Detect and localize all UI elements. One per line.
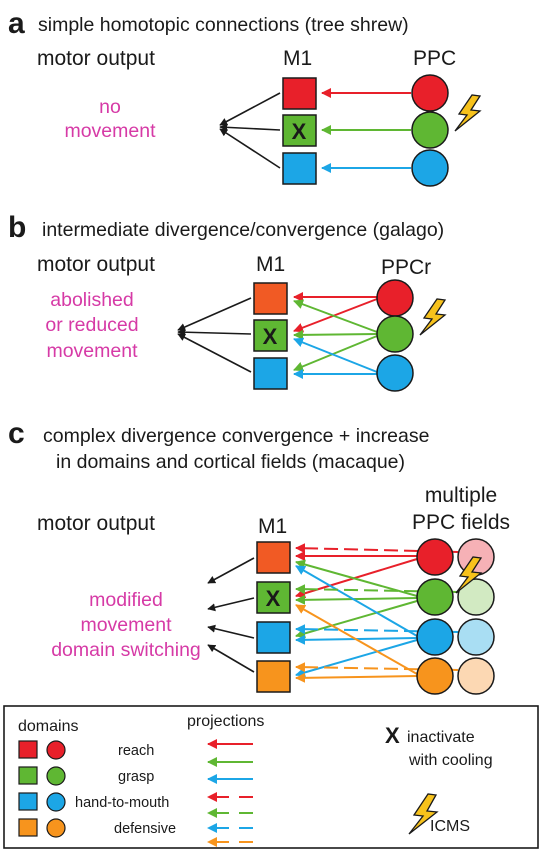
panel-a-motor-output-label: motor output bbox=[37, 47, 155, 70]
panel-a-m1-label: M1 bbox=[283, 47, 312, 70]
panel-c-near-ppc-defensive-circle bbox=[416, 657, 454, 695]
panel-c-motor-output-label: motor output bbox=[37, 512, 155, 535]
panel-a-ppc-label: PPC bbox=[413, 47, 456, 70]
panel-c-output-arrow-grasp bbox=[207, 597, 255, 612]
panel-a-letter: a bbox=[8, 7, 25, 40]
panel-b-ppc-hand-to-mouth-circle bbox=[376, 354, 414, 392]
legend: domains projections reach grasp hand-to-… bbox=[3, 705, 539, 849]
panel-a-m1-grasp-square bbox=[282, 114, 317, 147]
panel-c-projection-defensive-1 bbox=[295, 604, 418, 675]
panel-c-ppc-label-line2: PPC fields bbox=[412, 511, 510, 534]
panel-c-output-arrow-defensive bbox=[207, 644, 255, 673]
legend-box bbox=[3, 705, 539, 849]
panel-b-effect-line3: movement bbox=[46, 340, 138, 362]
panel-b-output-arrow-hand-to-mouth bbox=[177, 333, 252, 373]
panel-c-ppc-label-line1: multiple bbox=[425, 484, 497, 507]
panel-b-effect-line1: abolished bbox=[50, 289, 133, 311]
panel-a-ppc-reach-circle bbox=[411, 74, 449, 112]
panel-a-ppc-hand-to-mouth-circle bbox=[411, 149, 449, 187]
legend-grasp-square bbox=[18, 766, 38, 785]
panel-a-output-arrow-grasp bbox=[219, 123, 281, 132]
panel-b-effect-line2: or reduced bbox=[45, 314, 138, 336]
panel-a-title: simple homotopic connections (tree shrew… bbox=[38, 14, 409, 36]
panel-a-icms-bolt-icon bbox=[454, 94, 482, 132]
panel-a-effect-line1: no bbox=[99, 96, 121, 118]
panel-a-x-mark: X bbox=[292, 119, 307, 144]
panel-b-motor-output-label: motor output bbox=[37, 253, 155, 276]
panel-b-m1-grasp-square bbox=[253, 319, 288, 352]
panel-b-projection-grasp-3 bbox=[293, 335, 378, 372]
panel-b-ppc-grasp-circle bbox=[376, 315, 414, 353]
legend-icms-label: ICMS bbox=[430, 818, 470, 835]
panel-c-icms-bolt-icon bbox=[455, 556, 483, 594]
panel-b-letter: b bbox=[8, 211, 26, 244]
legend-hand-to-mouth-square bbox=[18, 792, 38, 811]
panel-c: c complex divergence convergence + incre… bbox=[8, 417, 510, 695]
panel-c-output-arrow-reach bbox=[207, 557, 255, 584]
legend-reach-circle bbox=[46, 740, 66, 760]
panel-c-far-ppc-grasp-circle bbox=[457, 578, 495, 616]
panel-c-effect-line3: domain switching bbox=[51, 639, 201, 661]
legend-reach-square bbox=[18, 740, 38, 759]
panel-c-projection-hand-to-mouth-1 bbox=[295, 565, 418, 637]
legend-reach-label: reach bbox=[118, 743, 154, 759]
panel-c-m1-reach-square bbox=[256, 541, 291, 574]
panel-c-m1-hand-to-mouth-square bbox=[256, 621, 291, 654]
panel-c-far-ppc-hand-to-mouth-circle bbox=[457, 618, 495, 656]
panel-b-projection-reach-2 bbox=[293, 298, 378, 333]
legend-defensive-square bbox=[18, 818, 38, 837]
panel-c-near-ppc-reach-circle bbox=[416, 538, 454, 576]
panel-b-m1-label: M1 bbox=[256, 253, 285, 276]
panel-c-projection-hand-to-mouth-3 bbox=[295, 639, 418, 678]
panel-c-effect-line2: movement bbox=[80, 614, 172, 636]
panel-a-output-arrow-reach bbox=[219, 92, 281, 126]
panel-c-title-line2: in domains and cortical fields (macaque) bbox=[56, 451, 405, 473]
panel-b-ppc-reach-circle bbox=[376, 279, 414, 317]
legend-grasp-label: grasp bbox=[118, 769, 154, 785]
panel-a-ppc-grasp-circle bbox=[411, 111, 449, 149]
panel-c-near-ppc-hand-to-mouth-circle bbox=[416, 618, 454, 656]
panel-a: a simple homotopic connections (tree shr… bbox=[8, 7, 482, 187]
legend-x-mark: X bbox=[385, 723, 400, 748]
panel-b-projection-grasp-1 bbox=[293, 299, 378, 333]
panel-c-title-line1: complex divergence convergence + increas… bbox=[43, 425, 429, 447]
panel-b: b intermediate divergence/convergence (g… bbox=[8, 211, 447, 392]
panel-a-effect-line2: movement bbox=[64, 120, 156, 142]
panel-c-near-ppc-grasp-circle bbox=[416, 578, 454, 616]
panel-b-ppc-label: PPCr bbox=[381, 256, 431, 279]
panel-c-projection-defensive-2 bbox=[295, 672, 418, 683]
legend-domains-title: domains bbox=[18, 718, 78, 735]
panel-b-x-mark: X bbox=[263, 324, 278, 349]
legend-icms-bolt-icon bbox=[408, 793, 439, 835]
panel-c-output-arrow-hand-to-mouth bbox=[207, 624, 255, 639]
legend-hand-to-mouth-circle bbox=[46, 792, 66, 812]
legend-inactivate-line2: with cooling bbox=[408, 752, 493, 769]
panel-b-output-arrow-reach bbox=[177, 297, 252, 331]
panel-b-m1-reach-square bbox=[253, 282, 288, 315]
panel-b-projection-hand-to-mouth-1 bbox=[293, 337, 378, 373]
panel-b-title: intermediate divergence/convergence (gal… bbox=[42, 219, 444, 241]
panel-a-m1-reach-square bbox=[282, 77, 317, 110]
panel-c-effect-line1: modified bbox=[89, 589, 163, 611]
panel-c-m1-defensive-square bbox=[256, 660, 291, 693]
panel-c-m1-grasp-square bbox=[256, 581, 291, 614]
panel-b-output-arrow-grasp bbox=[177, 328, 252, 337]
panel-c-m1-label: M1 bbox=[258, 515, 287, 538]
panel-a-output-arrow-hand-to-mouth bbox=[219, 128, 281, 169]
legend-inactivate-line1: inactivate bbox=[407, 729, 475, 746]
panel-c-x-mark: X bbox=[266, 586, 281, 611]
panel-b-icms-bolt-icon bbox=[419, 298, 447, 336]
legend-defensive-circle bbox=[46, 818, 66, 838]
legend-hand-to-mouth-label: hand-to-mouth bbox=[75, 795, 169, 811]
panel-c-projection-grasp-2 bbox=[295, 594, 418, 605]
panel-b-projection-grasp-2 bbox=[293, 329, 378, 340]
legend-defensive-label: defensive bbox=[114, 821, 176, 837]
legend-projections-title: projections bbox=[187, 713, 264, 730]
panel-c-letter: c bbox=[8, 417, 25, 450]
panel-b-m1-hand-to-mouth-square bbox=[253, 357, 288, 390]
panel-c-far-ppc-defensive-circle bbox=[457, 657, 495, 695]
legend-grasp-circle bbox=[46, 766, 66, 786]
panel-a-m1-hand-to-mouth-square bbox=[282, 152, 317, 185]
